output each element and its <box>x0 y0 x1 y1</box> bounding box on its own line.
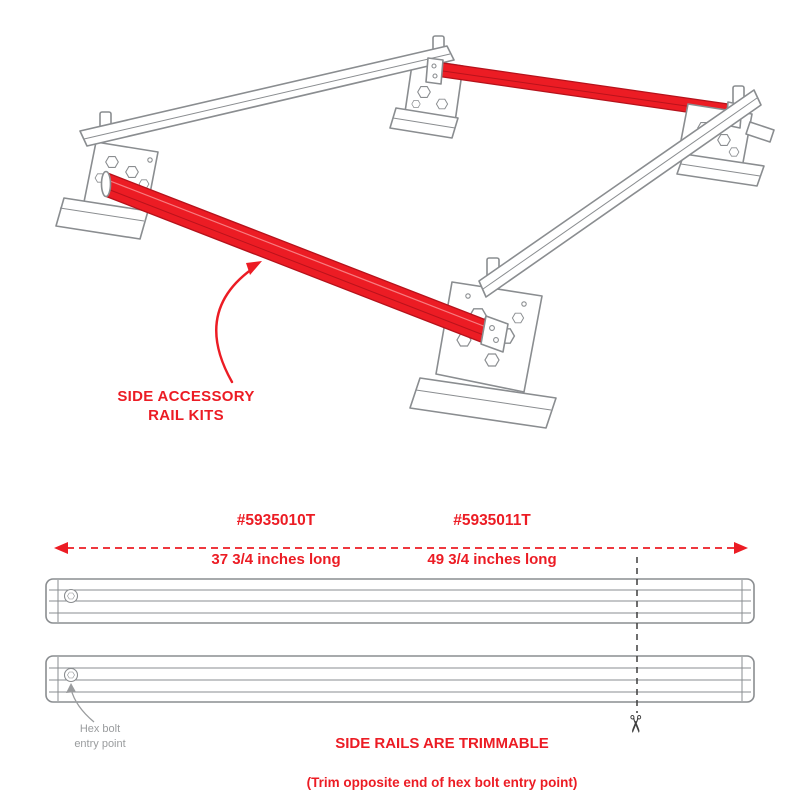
hex-bolt-top <box>63 588 79 604</box>
trim-subtitle: (Trim opposite end of hex bolt entry poi… <box>306 775 578 790</box>
rail-profile-bottom <box>45 655 755 703</box>
part-length-long: 49 3/4 inches long <box>427 551 557 568</box>
part-number-short: #5935010T <box>236 512 316 529</box>
rear-crossbar <box>79 45 455 147</box>
side-accessory-callout-label: SIDE ACCESSORY RAIL KITS <box>117 388 255 425</box>
rail-profile-top <box>45 578 755 624</box>
hex-bolt-pointer-arrow <box>66 683 95 723</box>
hex-bolt-bottom <box>63 667 79 683</box>
part-length-short: 37 3/4 inches long <box>211 551 341 568</box>
side-rail-front <box>100 170 509 353</box>
callout-arrow <box>215 261 262 384</box>
dimension-arrow <box>54 542 748 554</box>
part-number-long: #5935011T <box>453 512 531 529</box>
rack-illustration <box>55 35 775 429</box>
hex-bolt-entry-label: Hex bolt entry point <box>74 723 126 750</box>
part-long-block: #5935011T 49 3/4 inches long <box>392 492 592 588</box>
trim-title: SIDE RAILS ARE TRIMMABLE <box>335 735 549 752</box>
part-short-block: #5935010T 37 3/4 inches long <box>176 492 376 588</box>
front-crossbar <box>478 89 762 298</box>
side-rail-rear <box>425 57 736 120</box>
trim-note-block: SIDE RAILS ARE TRIMMABLE (Trim opposite … <box>240 716 644 800</box>
scissors-icon: ✂ <box>621 713 649 735</box>
